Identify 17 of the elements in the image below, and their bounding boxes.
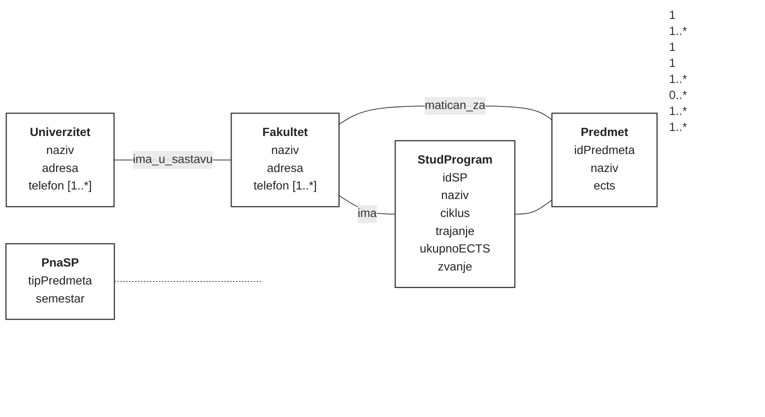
multiplicity-label: 1 [669, 56, 677, 70]
multiplicity-label: 1..* [669, 120, 688, 134]
node-box: Fakultet naziv adresa telefon [1..*] [230, 113, 340, 208]
edge-label: matican_za [424, 100, 486, 112]
multiplicity-label: 1 [669, 8, 677, 22]
node-box: StudProgram idSP naziv ciklus trajanje ukupnoECTS zvanje [394, 140, 516, 288]
node-box: Predmet idPredmeta naziv ects [551, 113, 658, 208]
node-box: Univerzitet naziv adresa telefon [1..*] [6, 113, 115, 208]
multiplicity-label: 1 [669, 40, 677, 54]
multiplicity-label: 1..* [669, 24, 688, 38]
node-box: PnaSP tipPredmeta semestar [5, 244, 115, 320]
multiplicity-label: 1..* [669, 72, 688, 86]
connector [514, 200, 552, 215]
edge-label: ima [358, 208, 377, 220]
edge-label: ima_u_sastavu [132, 154, 213, 166]
multiplicity-label: 0..* [669, 88, 688, 102]
multiplicity-label: 1..* [669, 104, 688, 118]
